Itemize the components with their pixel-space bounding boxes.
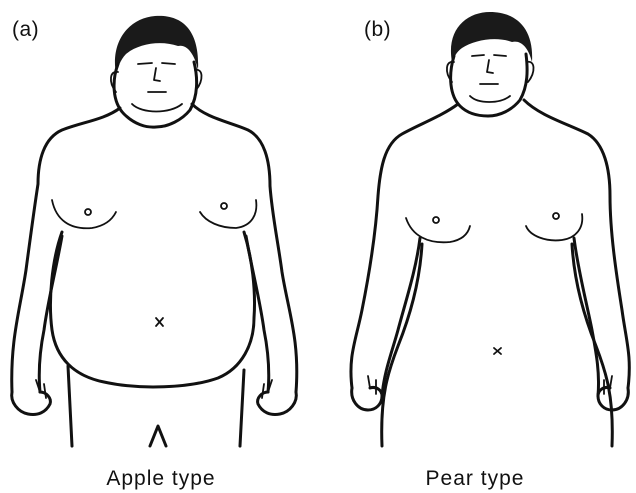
right-hand (598, 387, 628, 410)
right-chest (200, 200, 256, 228)
right-shoulder (192, 104, 297, 392)
left-nipple (433, 217, 439, 223)
left-shoulder (351, 104, 458, 388)
chin-fold (132, 104, 182, 112)
left-nipple (85, 209, 91, 215)
hair (115, 16, 198, 74)
chin-fold (470, 96, 510, 102)
left-eye (138, 63, 152, 64)
left-hip (382, 244, 422, 446)
left-eye (472, 55, 484, 56)
left-shoulder (12, 108, 120, 392)
hair (451, 12, 532, 62)
left-fingers (368, 376, 376, 394)
pear-type-panel: (b) Pear type (318, 0, 636, 493)
pear-type-body-illustration (318, 0, 636, 493)
nose (154, 68, 160, 81)
apple-type-panel: (a) Apple type (0, 0, 318, 493)
left-leg (68, 366, 72, 446)
left-hand (352, 387, 382, 410)
right-hand (258, 392, 297, 415)
panel-label-a: (a) (12, 18, 39, 42)
caption-pear-type: Pear type (316, 467, 634, 491)
panel-label-b: (b) (364, 18, 391, 42)
right-nipple (221, 203, 227, 209)
crotch (150, 426, 166, 446)
belly-outline (50, 232, 254, 387)
navel (494, 348, 501, 354)
right-shoulder (524, 100, 629, 388)
apple-type-body-illustration (0, 0, 318, 493)
left-chest (52, 200, 116, 228)
right-eye (162, 63, 175, 64)
left-hand (12, 392, 51, 415)
navel (156, 318, 163, 326)
right-hip (572, 244, 612, 446)
nose (487, 60, 493, 73)
right-eye (494, 55, 506, 56)
right-nipple (553, 213, 559, 219)
caption-apple-type: Apple type (2, 467, 320, 491)
right-leg (240, 370, 244, 446)
